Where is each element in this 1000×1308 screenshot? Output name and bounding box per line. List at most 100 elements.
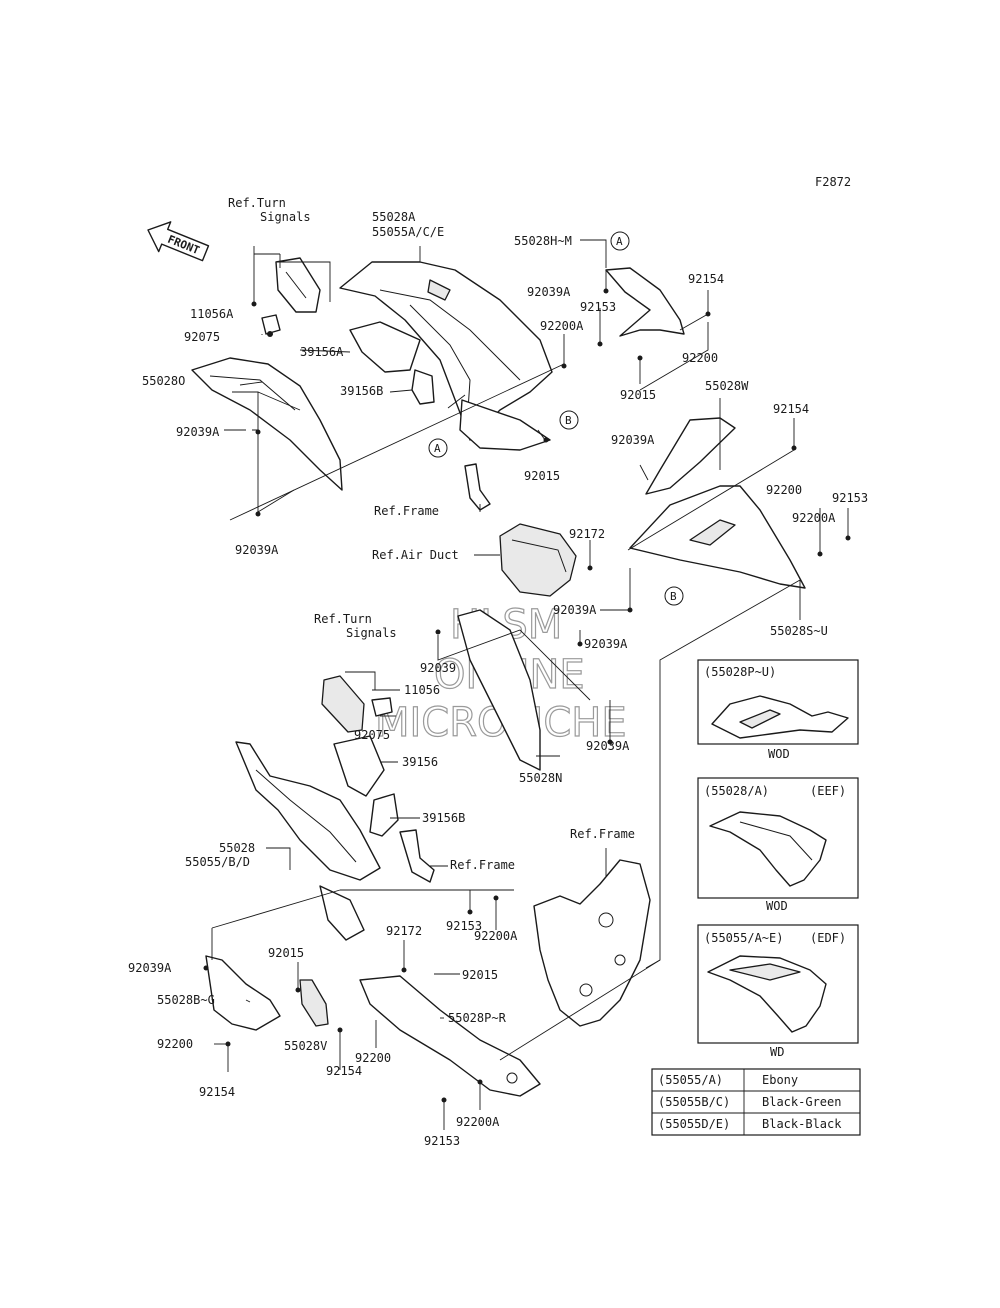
callout-a-top <box>610 231 630 251</box>
label-92039A-3: 92039A <box>611 433 655 447</box>
ref-frame-label-3: Ref.Frame <box>570 827 635 841</box>
label-55028P-R: 55028P~R <box>448 1011 507 1025</box>
label-55055ACE: 55055A/C/E <box>372 225 444 239</box>
label-92075-1: 92075 <box>184 330 220 344</box>
callout-b-mid <box>664 586 684 606</box>
label-92075-2: 92075 <box>354 728 390 742</box>
fastener-dot <box>493 895 499 901</box>
label-92039A-5: 92039A <box>553 603 597 617</box>
fastener-dot <box>255 429 261 435</box>
fastener-dot <box>401 967 407 973</box>
label-92200-3: 92200 <box>157 1037 193 1051</box>
label-55028W: 55028W <box>705 379 749 393</box>
label-92154-4: 92154 <box>199 1085 235 1099</box>
side-cowl-left <box>235 741 381 881</box>
side-cowl-upper-right-lower <box>459 399 551 451</box>
callout-b-mid-label: B <box>670 590 677 603</box>
panel-55028V <box>299 979 329 1027</box>
fastener-dot <box>597 341 603 347</box>
fastener-dot <box>203 965 209 971</box>
label-92154-1: 92154 <box>688 272 724 286</box>
label-92153-4: 92153 <box>424 1134 460 1148</box>
inner-panel-39156A <box>349 321 421 373</box>
color-table-color-1: Ebony <box>762 1073 798 1087</box>
fastener-dot <box>225 1041 231 1047</box>
fastener-dot <box>607 739 613 745</box>
inset-1-title: (55028P~U) <box>704 665 776 679</box>
label-92200A-4: 92200A <box>456 1115 500 1129</box>
fastener-dot <box>543 437 549 443</box>
frame-bracket-ref-2 <box>399 829 435 883</box>
callout-b-top <box>559 410 579 430</box>
color-table-code-2: (55055B/C) <box>658 1095 730 1109</box>
callout-a-top-label: A <box>616 235 623 248</box>
inset-3-variant: (EDF) <box>810 931 846 945</box>
side-cowl-upper-right <box>339 261 553 441</box>
label-92200A-1: 92200A <box>540 319 584 333</box>
label-55028N: 55028N <box>519 771 562 785</box>
inner-cowl-55028O <box>191 357 343 491</box>
fasteners <box>203 288 851 1103</box>
label-11056A: 11056A <box>190 307 234 321</box>
fastener-dot <box>467 909 473 915</box>
label-92039A-6: 92039A <box>584 637 628 651</box>
inset-2-variant: (EEF) <box>810 784 846 798</box>
inner-panel-39156B-top <box>411 369 435 405</box>
label-92039A-7: 92039A <box>586 739 630 753</box>
fastener-dot <box>705 311 711 317</box>
callout-markers: A A B B <box>428 231 684 606</box>
label-92039A-2: 92039A <box>176 425 220 439</box>
fastener-dot <box>267 331 273 337</box>
fastener-dot <box>295 987 301 993</box>
callout-a-mid-label: A <box>434 442 441 455</box>
fastener-dot <box>587 565 593 571</box>
label-55055BD: 55055/B/D <box>185 855 250 869</box>
part-labels: Ref.Turn Signals 55028A 55055A/C/E 55028… <box>128 196 868 1148</box>
fastener-dot <box>637 355 643 361</box>
frame-bracket-ref <box>464 463 491 511</box>
label-55028V: 55028V <box>284 1039 327 1053</box>
fastener-dot <box>337 1027 343 1033</box>
label-55028H-M: 55028H~M <box>514 234 572 248</box>
label-92200-2: 92200 <box>766 483 802 497</box>
ref-turn-signals-label-mid: Ref.Turn Signals <box>314 612 397 640</box>
inset-1-part <box>711 695 849 739</box>
inset-2-caption: WOD <box>766 899 788 913</box>
label-55028S-U: 55028S~U <box>770 624 828 638</box>
callout-b-top-label: B <box>565 414 572 427</box>
inset-1-caption: WOD <box>768 747 790 761</box>
inset-1: (55028P~U) WOD <box>697 659 859 761</box>
inset-2-part <box>709 811 827 887</box>
label-92200A-2: 92200A <box>792 511 836 525</box>
label-92153-2: 92153 <box>832 491 868 505</box>
callout-a-mid <box>428 438 448 458</box>
label-92153-3: 92153 <box>446 919 482 933</box>
label-39156: 39156 <box>402 755 438 769</box>
label-92015-2: 92015 <box>524 469 560 483</box>
fastener-dot <box>845 535 851 541</box>
upper-cowl-55028H-M <box>605 267 685 337</box>
inner-panel-39156 <box>333 735 385 797</box>
inset-3: (55055/A~E) (EDF) WD <box>697 924 859 1059</box>
label-92015-3: 92015 <box>268 946 304 960</box>
fastener-dot <box>577 641 583 647</box>
fastener-dot <box>817 551 823 557</box>
figure-code: F2872 <box>815 175 851 189</box>
label-92039A-1: 92039A <box>527 285 571 299</box>
parts <box>191 257 806 1097</box>
fastener-dot <box>603 288 609 294</box>
belly-pan-55028P-R <box>359 975 541 1097</box>
label-92172-2: 92172 <box>386 924 422 938</box>
label-92153-1: 92153 <box>580 300 616 314</box>
color-table-color-3: Black-Black <box>762 1117 842 1131</box>
fastener-dot <box>791 445 797 451</box>
fastener-dot <box>477 1079 483 1085</box>
label-55028O: 55028O <box>142 374 185 388</box>
label-92154-2: 92154 <box>773 402 809 416</box>
inset-3-title: (55055/A~E) <box>704 931 783 945</box>
label-55028B-G: 55028B~G <box>157 993 215 1007</box>
color-table-color-2: Black-Green <box>762 1095 841 1109</box>
air-duct-ref <box>499 523 577 597</box>
ref-turn-signals-label-top: Ref.Turn Signals <box>228 196 311 224</box>
